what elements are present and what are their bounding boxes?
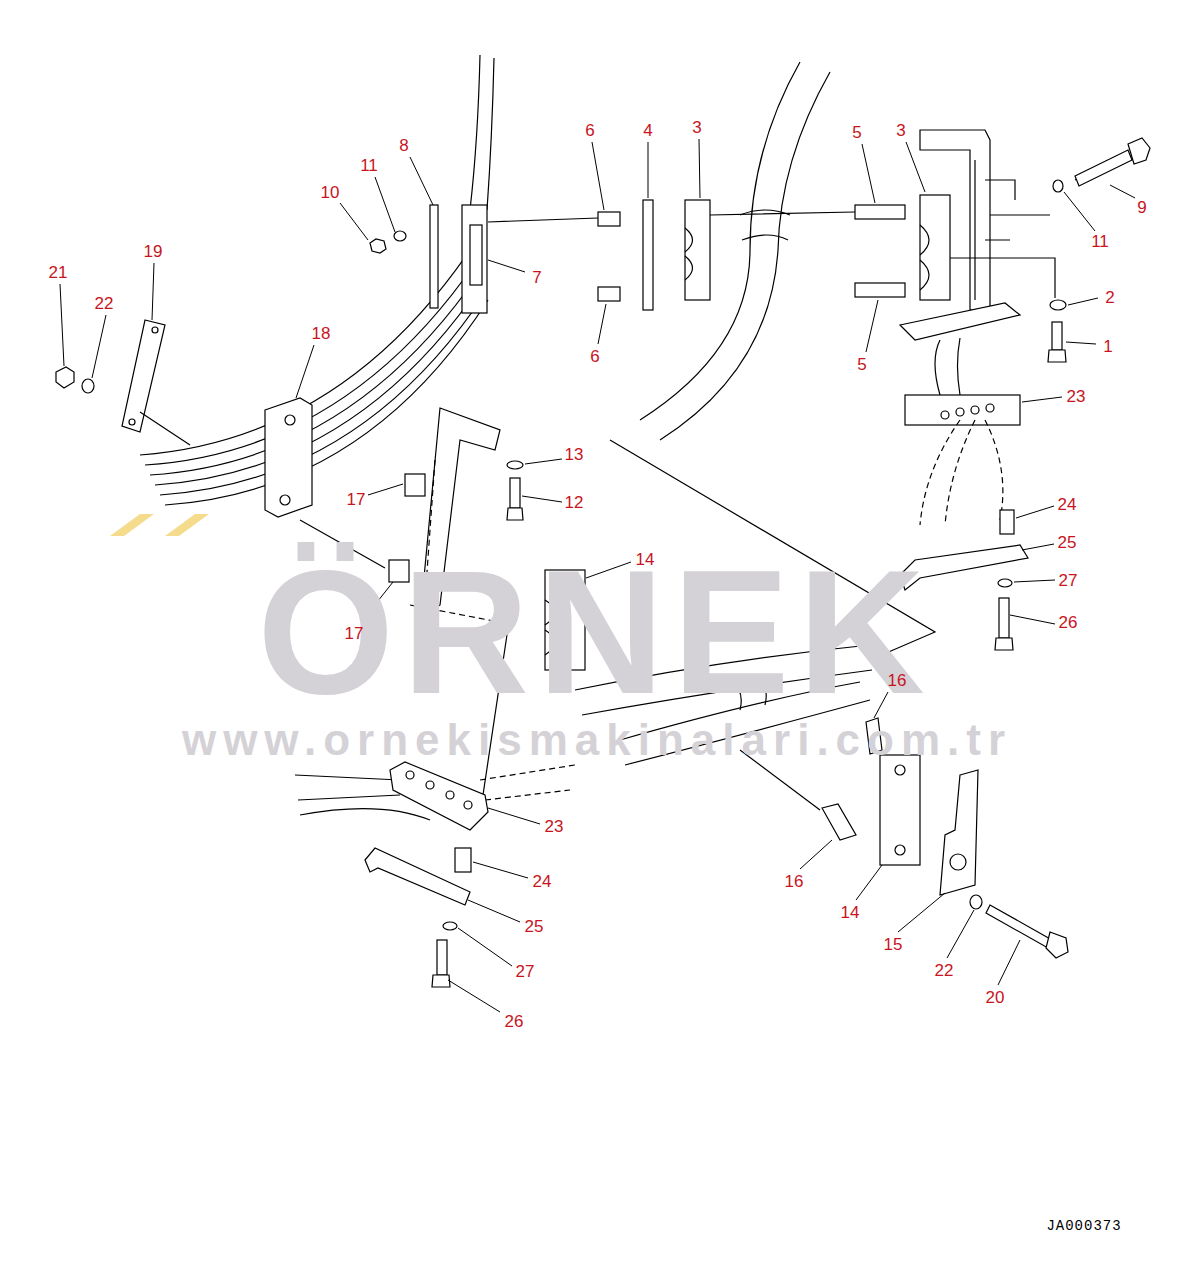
callout-number: 27 [1059,572,1078,589]
callout-number: 5 [852,124,861,141]
callout-number: 10 [321,184,340,201]
callout-number: 4 [643,122,652,139]
callout-number: 13 [565,446,584,463]
callout-number: 26 [505,1013,524,1030]
callout-number: 12 [565,494,584,511]
callout-number: 11 [360,157,378,174]
callout-number: 17 [345,625,364,642]
callout-number: 26 [1059,614,1078,631]
callout-number: 11 [1091,233,1109,250]
callout-number: 14 [636,551,655,568]
callout-number: 7 [532,269,541,286]
callout-number: 21 [49,264,68,281]
callout-number: 25 [525,918,544,935]
callout-number: 6 [585,122,594,139]
callout-number: 18 [312,325,331,342]
callout-number: 2 [1105,289,1114,306]
watermark-url: www.ornekismakinalari.com.tr [182,718,1012,762]
drawing-code: JA000373 [1046,1219,1121,1233]
callout-number: 16 [785,873,804,890]
callout-number: 24 [533,873,552,890]
watermark-dots [110,514,209,536]
callout-number: 3 [896,122,905,139]
callout-number: 20 [986,989,1005,1006]
callout-number: 25 [1058,534,1077,551]
callout-number: 23 [545,818,564,835]
callout-number: 6 [590,348,599,365]
callout-number: 19 [144,243,163,260]
callout-number: 27 [516,963,535,980]
callout-number: 24 [1058,496,1077,513]
callout-number: 16 [888,672,907,689]
callout-number: 17 [347,491,366,508]
callout-number: 9 [1137,199,1146,216]
callout-number: 14 [841,904,860,921]
callout-number: 22 [935,962,954,979]
callout-number: 1 [1103,338,1112,355]
callout-number: 3 [692,119,701,136]
callout-number: 15 [884,936,903,953]
callout-number: 23 [1067,388,1086,405]
callout-number: 5 [857,356,866,373]
callout-number: 22 [95,295,114,312]
callout-number: 8 [399,137,408,154]
leader-lines [60,139,1135,1012]
